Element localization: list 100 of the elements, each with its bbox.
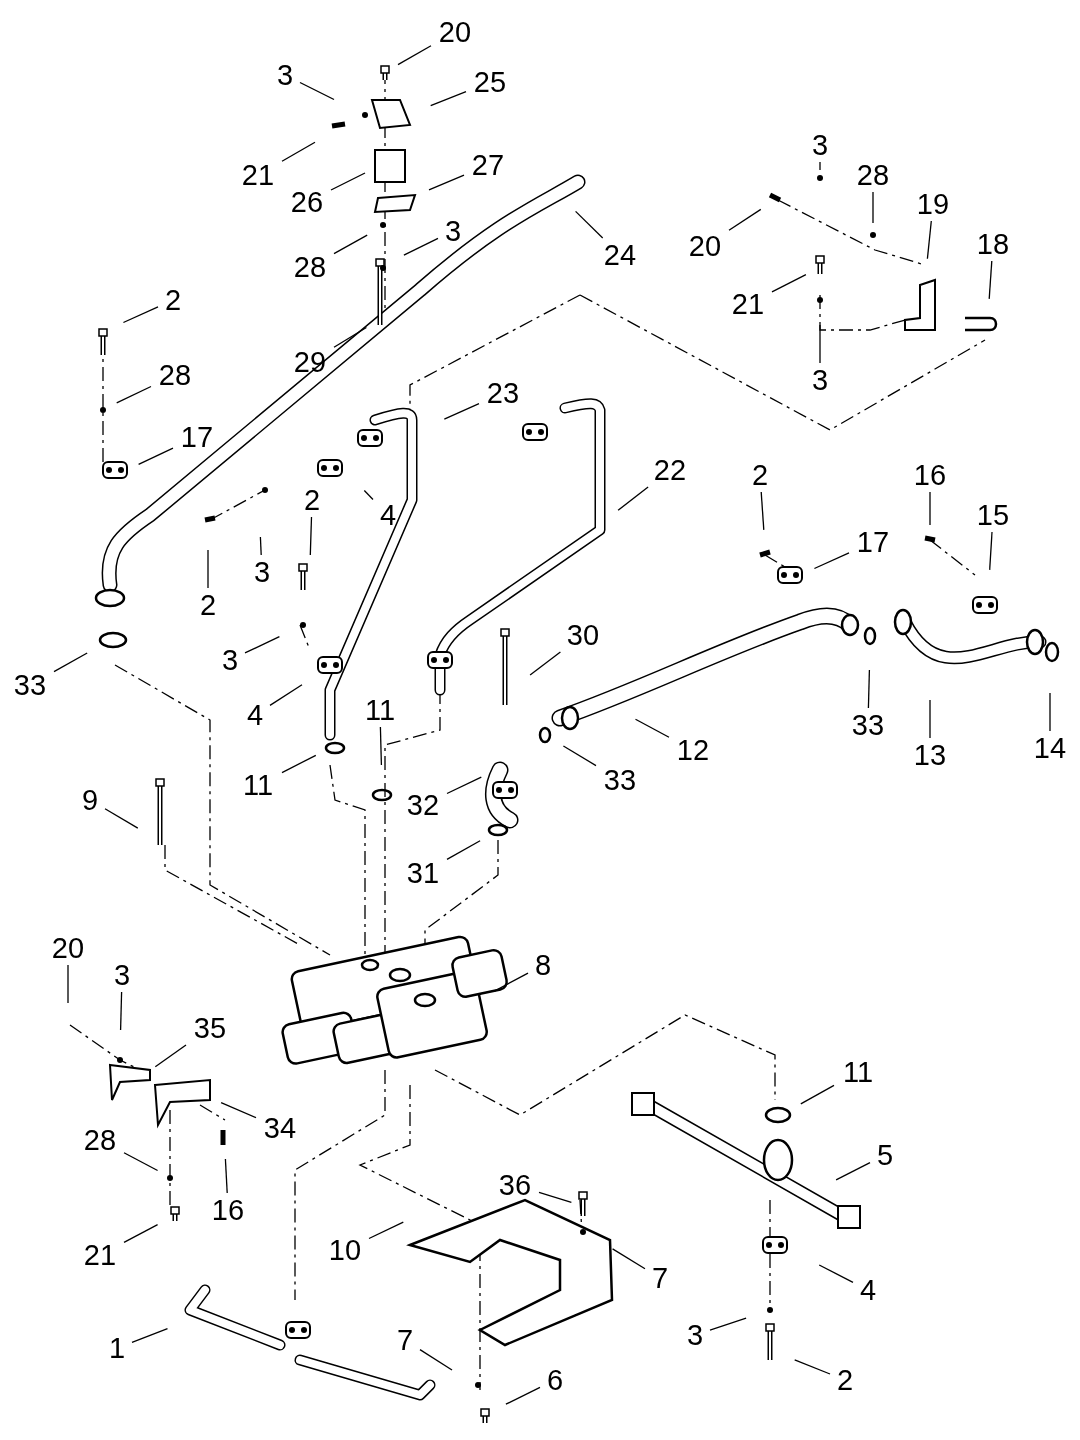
callout-number: 28	[156, 359, 194, 391]
leader-line	[529, 651, 562, 676]
callout-number: 4	[857, 1274, 879, 1306]
leader-line	[813, 552, 850, 570]
leader-line	[299, 81, 335, 101]
callout-number: 25	[471, 66, 509, 98]
callout-number: 28	[291, 251, 329, 283]
callout-number: 24	[601, 239, 639, 271]
callout-number: 17	[178, 421, 216, 453]
callout-number: 9	[79, 784, 101, 816]
callout-number: 21	[81, 1239, 119, 1271]
callout-number: 3	[684, 1319, 706, 1351]
callout-number: 11	[362, 694, 398, 726]
leader-line	[330, 172, 366, 191]
callout-number: 19	[914, 188, 952, 220]
callout-number: 4	[244, 699, 266, 731]
leader-line	[794, 1359, 831, 1375]
callout-number: 12	[674, 734, 712, 766]
callout-number: 3	[274, 59, 296, 91]
leader-line	[220, 1102, 257, 1119]
callout-number: 31	[404, 857, 442, 889]
leader-line	[397, 45, 432, 66]
leader-line	[123, 1152, 159, 1172]
leader-line	[333, 234, 368, 255]
leader-line	[634, 718, 670, 738]
leader-line	[446, 776, 482, 795]
callout-number: 35	[191, 1012, 229, 1044]
leader-line	[493, 972, 529, 992]
callout-number: 14	[1031, 732, 1069, 764]
callout-number: 2	[834, 1364, 856, 1396]
leader-line	[281, 754, 317, 774]
callout-number: 21	[729, 288, 767, 320]
leader-line	[867, 669, 871, 709]
leader-line	[428, 174, 465, 191]
callout-number: 29	[291, 346, 329, 378]
callout-number: 33	[601, 764, 639, 796]
callout-number: 18	[974, 228, 1012, 260]
leader-line	[309, 516, 313, 556]
callout-number: 33	[849, 709, 887, 741]
leader-line	[137, 447, 174, 465]
callout-number: 28	[81, 1124, 119, 1156]
leader-line	[926, 220, 932, 260]
leader-line	[872, 191, 874, 224]
leader-line	[116, 385, 152, 404]
leader-line	[244, 636, 281, 654]
callout-number: 6	[544, 1364, 566, 1396]
callout-number: 13	[911, 739, 949, 771]
leader-line	[819, 324, 821, 364]
callout-number: 7	[394, 1324, 416, 1356]
callout-number: 16	[209, 1194, 247, 1226]
leader-line	[443, 403, 480, 420]
leader-line	[574, 210, 604, 239]
leader-line	[131, 1328, 169, 1343]
callout-number: 8	[532, 949, 554, 981]
callout-number: 4	[377, 499, 399, 531]
leader-line	[818, 1264, 854, 1283]
leader-line	[259, 536, 262, 556]
callout-number: 10	[326, 1234, 364, 1266]
callout-number: 3	[251, 556, 273, 588]
leader-line	[771, 273, 807, 293]
leader-line	[1049, 692, 1051, 732]
leader-line	[368, 1221, 404, 1240]
callout-number: 2	[162, 284, 184, 316]
leader-line	[446, 840, 481, 861]
callout-number: 32	[404, 789, 442, 821]
leader-line	[53, 652, 88, 673]
leader-line	[989, 531, 993, 571]
leader-line	[119, 991, 123, 1031]
leader-line	[122, 306, 159, 324]
callout-number: 20	[686, 230, 724, 262]
leader-line	[430, 90, 467, 107]
leader-line	[819, 161, 821, 171]
leader-line	[988, 260, 993, 300]
callout-number: 15	[974, 499, 1012, 531]
callout-number: 5	[874, 1139, 896, 1171]
callout-number: 28	[854, 159, 892, 191]
callout-number: 3	[809, 364, 831, 396]
callout-number: 26	[288, 186, 326, 218]
leader-line	[363, 489, 374, 501]
leader-line	[419, 1348, 453, 1371]
callout-number: 3	[442, 215, 464, 247]
leader-line	[224, 1158, 228, 1194]
leader-line	[403, 237, 439, 256]
callout-number: 33	[11, 669, 49, 701]
leader-line	[617, 486, 649, 511]
callout-number: 16	[911, 459, 949, 491]
leader-line	[709, 1317, 747, 1331]
callout-number: 17	[854, 526, 892, 558]
callout-number: 1	[106, 1332, 128, 1364]
callout-number: 21	[239, 159, 277, 191]
callout-number: 2	[301, 484, 323, 516]
callout-number: 27	[469, 149, 507, 181]
callout-number: 2	[197, 589, 219, 621]
callout-number: 30	[564, 619, 602, 651]
leader-line	[207, 549, 209, 589]
leader-line	[281, 141, 316, 162]
callout-number: 3	[219, 644, 241, 676]
leader-line	[104, 808, 139, 829]
leader-line	[728, 208, 762, 231]
leader-line	[760, 491, 765, 531]
